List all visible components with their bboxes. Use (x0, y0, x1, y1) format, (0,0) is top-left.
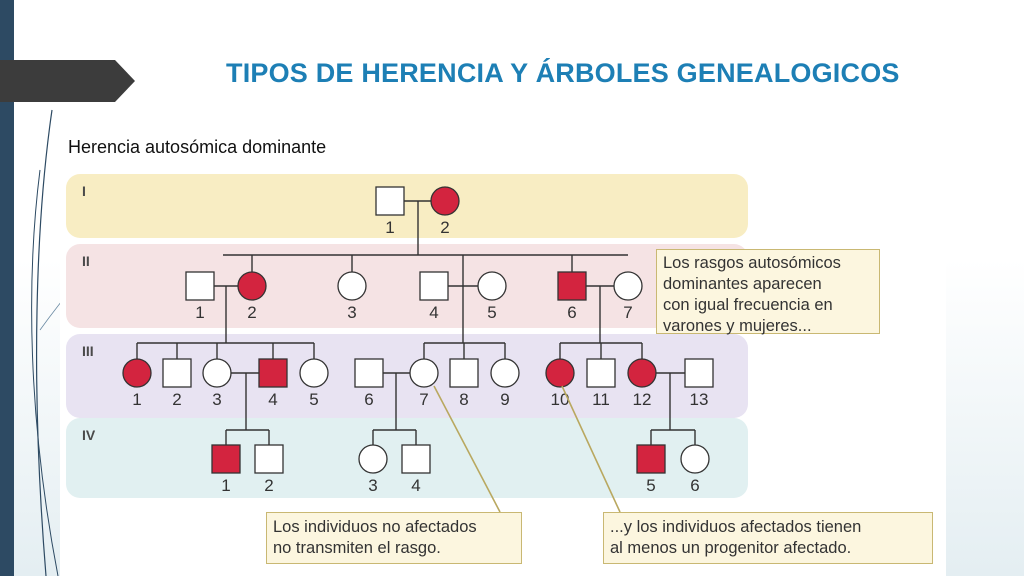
individual-number: 1 (221, 476, 230, 495)
callout-unaffected-line: no transmiten el rasgo. (273, 539, 441, 557)
generation-label: IV (82, 427, 96, 443)
unaffected-female-symbol (409, 358, 439, 388)
unaffected-male-symbol (419, 271, 449, 301)
individual-number: 2 (247, 303, 256, 322)
callout-frequency: Los rasgos autosómicos dominantes aparec… (656, 249, 880, 335)
unaffected-female-symbol (613, 271, 643, 301)
callout-pointer (561, 385, 621, 513)
affected-female-symbol (545, 358, 575, 388)
individual-number: 1 (132, 390, 141, 409)
unaffected-female-symbol (680, 444, 710, 474)
individual-number: 3 (368, 476, 377, 495)
individual-number: 3 (347, 303, 356, 322)
individual-number: 4 (411, 476, 420, 495)
individual-number: 3 (212, 390, 221, 409)
callout-affected-line: al menos un progenitor afectado. (610, 539, 852, 557)
unaffected-female-symbol (477, 271, 507, 301)
callout-frequency-line: varones y mujeres... (663, 317, 812, 335)
unaffected-male-symbol (354, 358, 384, 388)
affected-male-symbol (636, 444, 666, 474)
affected-female-symbol (122, 358, 152, 388)
unaffected-female-symbol (337, 271, 367, 301)
individual-number: 4 (429, 303, 438, 322)
callout-frequency-line: con igual frecuencia en (663, 296, 833, 314)
individual-number: 6 (567, 303, 576, 322)
individual-number: 10 (551, 390, 570, 409)
unaffected-male-symbol (449, 358, 479, 388)
callout-affected-line: ...y los individuos afectados tienen (610, 518, 862, 536)
unaffected-male-symbol (162, 358, 192, 388)
title-arrow-shape (0, 60, 135, 102)
generation-band (66, 244, 748, 328)
individual-number: 2 (172, 390, 181, 409)
individual-number: 11 (592, 390, 610, 409)
generation-label: I (82, 183, 86, 199)
affected-male-symbol (211, 444, 241, 474)
unaffected-female-symbol (299, 358, 329, 388)
individual-number: 1 (195, 303, 204, 322)
individual-number: 6 (364, 390, 373, 409)
individual-number: 13 (690, 390, 709, 409)
generation-band (66, 174, 748, 238)
individual-number: 5 (487, 303, 496, 322)
generation-label: III (82, 343, 94, 359)
callout-pointer (433, 385, 501, 513)
individual-number: 2 (440, 218, 449, 237)
generation-band (66, 334, 748, 418)
affected-female-symbol (237, 271, 267, 301)
unaffected-male-symbol (185, 271, 215, 301)
callout-frequency-line: dominantes aparecen (663, 275, 822, 293)
callout-affected: ...y los individuos afectados tienen al … (603, 512, 933, 564)
callout-unaffected: Los individuos no afectados no transmite… (266, 512, 522, 564)
left-accent-bar (0, 0, 14, 576)
affected-female-symbol (430, 186, 460, 216)
slide-subtitle: Herencia autosómica dominante (68, 137, 327, 157)
unaffected-male-symbol (684, 358, 714, 388)
unaffected-female-symbol (202, 358, 232, 388)
unaffected-male-symbol (254, 444, 284, 474)
unaffected-female-symbol (358, 444, 388, 474)
individual-number: 5 (646, 476, 655, 495)
individual-number: 12 (633, 390, 652, 409)
callout-unaffected-line: Los individuos no afectados (273, 518, 477, 536)
individual-number: 7 (419, 390, 428, 409)
individual-number: 4 (268, 390, 277, 409)
callout-frequency-line: Los rasgos autosómicos (663, 254, 841, 272)
unaffected-male-symbol (586, 358, 616, 388)
individual-number: 8 (459, 390, 468, 409)
unaffected-male-symbol (375, 186, 405, 216)
individual-number: 6 (690, 476, 699, 495)
affected-male-symbol (258, 358, 288, 388)
individual-number: 1 (385, 218, 394, 237)
affected-female-symbol (627, 358, 657, 388)
unaffected-male-symbol (401, 444, 431, 474)
affected-male-symbol (557, 271, 587, 301)
individual-number: 7 (623, 303, 632, 322)
generation-label: II (82, 253, 90, 269)
unaffected-female-symbol (490, 358, 520, 388)
individual-number: 5 (309, 390, 318, 409)
slide-title: TIPOS DE HERENCIA Y ÁRBOLES GENEALOGICOS (226, 58, 900, 88)
individual-number: 9 (500, 390, 509, 409)
individual-number: 2 (264, 476, 273, 495)
